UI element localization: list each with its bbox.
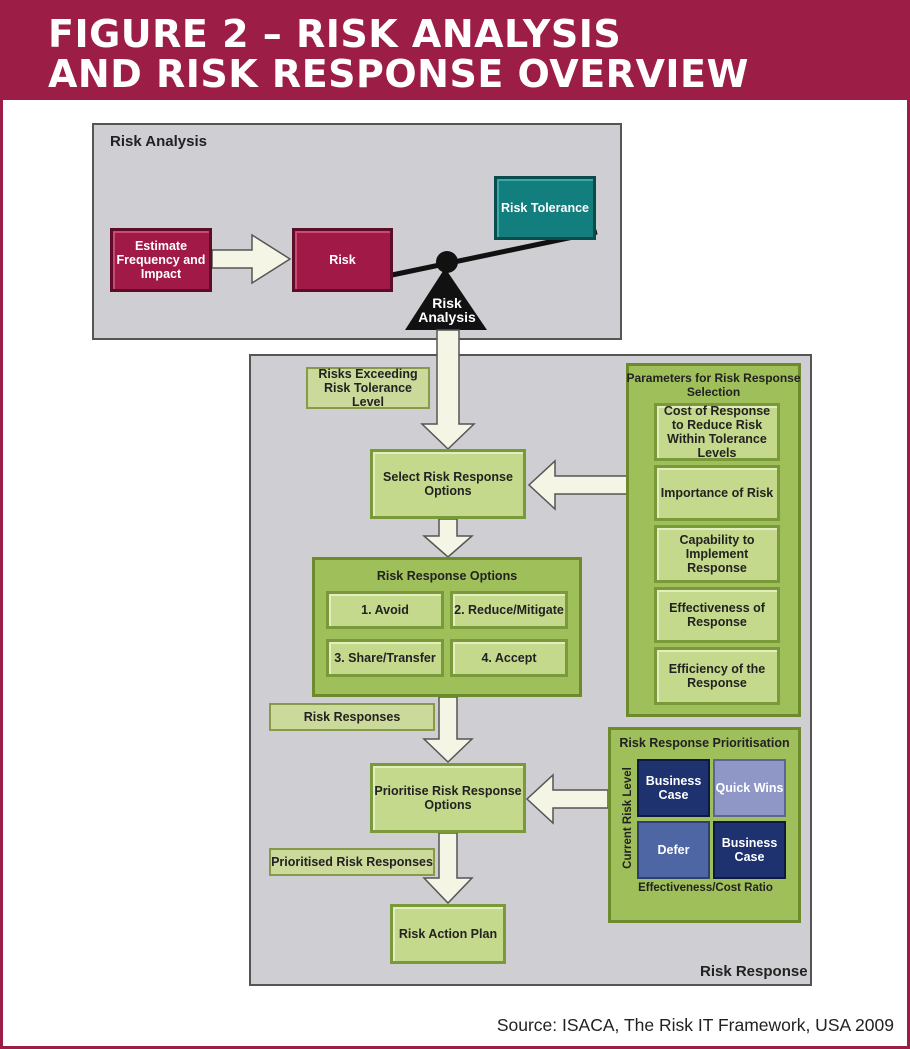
y-axis-label: Current Risk Level bbox=[622, 767, 634, 869]
parameter-cost-of-response: Cost of Response to Reduce Risk Within T… bbox=[654, 403, 780, 461]
quadrant-business-case-top: Business Case bbox=[637, 759, 710, 817]
arrow-prioritisation-to-prioritise bbox=[525, 773, 609, 825]
arrow-analysis-to-select bbox=[420, 329, 476, 451]
source-caption: Source: ISACA, The Risk IT Framework, US… bbox=[496, 1015, 894, 1035]
scale-label-line-2: Analysis bbox=[418, 309, 476, 325]
risk-responses-label: Risk Responses bbox=[269, 703, 435, 731]
arrow-parameters-to-select bbox=[527, 459, 628, 511]
parameter-importance-of-risk: Importance of Risk bbox=[654, 465, 780, 521]
figure-title-line-1: FIGURE 2 – RISK ANALYSIS bbox=[48, 12, 622, 56]
title-banner: FIGURE 2 – RISK ANALYSIS AND RISK RESPON… bbox=[0, 0, 910, 100]
parameters-title: Parameters for Risk Response Selection bbox=[626, 371, 801, 399]
option-avoid: 1. Avoid bbox=[326, 591, 444, 629]
parameter-capability: Capability to Implement Response bbox=[654, 525, 780, 583]
arrow-select-to-options bbox=[422, 518, 474, 558]
quadrant-defer: Defer bbox=[637, 821, 710, 879]
x-axis-label: Effectiveness/Cost Ratio bbox=[633, 882, 778, 894]
figure-title-line-2: AND RISK RESPONSE OVERVIEW bbox=[48, 52, 749, 96]
prioritisation-title: Risk Response Prioritisation bbox=[619, 736, 790, 750]
parameter-efficiency: Efficiency of the Response bbox=[654, 647, 780, 705]
select-options-box: Select Risk Response Options bbox=[370, 449, 526, 519]
arrow-options-to-prioritise bbox=[422, 696, 474, 764]
parameter-effectiveness: Effectiveness of Response bbox=[654, 587, 780, 643]
quadrant-business-case-bottom: Business Case bbox=[713, 821, 786, 879]
risk-tolerance-box: Risk Tolerance bbox=[494, 176, 596, 240]
scale-label: Risk Analysis bbox=[405, 296, 489, 324]
scale-label-line-1: Risk bbox=[432, 295, 462, 311]
risks-exceeding-label: Risks Exceeding Risk Tolerance Level bbox=[306, 367, 430, 409]
response-options-title: Risk Response Options bbox=[376, 569, 518, 583]
arrow-estimate-to-risk bbox=[211, 233, 292, 285]
prioritise-options-box: Prioritise Risk Response Options bbox=[370, 763, 526, 833]
risk-response-panel-label: Risk Response bbox=[700, 963, 808, 980]
arrow-prioritise-to-action bbox=[422, 832, 474, 905]
risk-analysis-panel-label: Risk Analysis bbox=[110, 133, 207, 150]
fulcrum-ball bbox=[436, 251, 458, 273]
risk-action-plan-box: Risk Action Plan bbox=[390, 904, 506, 964]
quadrant-quick-wins: Quick Wins bbox=[713, 759, 786, 817]
estimate-box: Estimate Frequency and Impact bbox=[110, 228, 212, 292]
option-reduce-mitigate: 2. Reduce/Mitigate bbox=[450, 591, 568, 629]
prioritised-responses-label: Prioritised Risk Responses bbox=[269, 848, 435, 876]
option-share-transfer: 3. Share/Transfer bbox=[326, 639, 444, 677]
risk-box: Risk bbox=[292, 228, 393, 292]
option-accept: 4. Accept bbox=[450, 639, 568, 677]
fulcrum-triangle bbox=[405, 268, 487, 330]
